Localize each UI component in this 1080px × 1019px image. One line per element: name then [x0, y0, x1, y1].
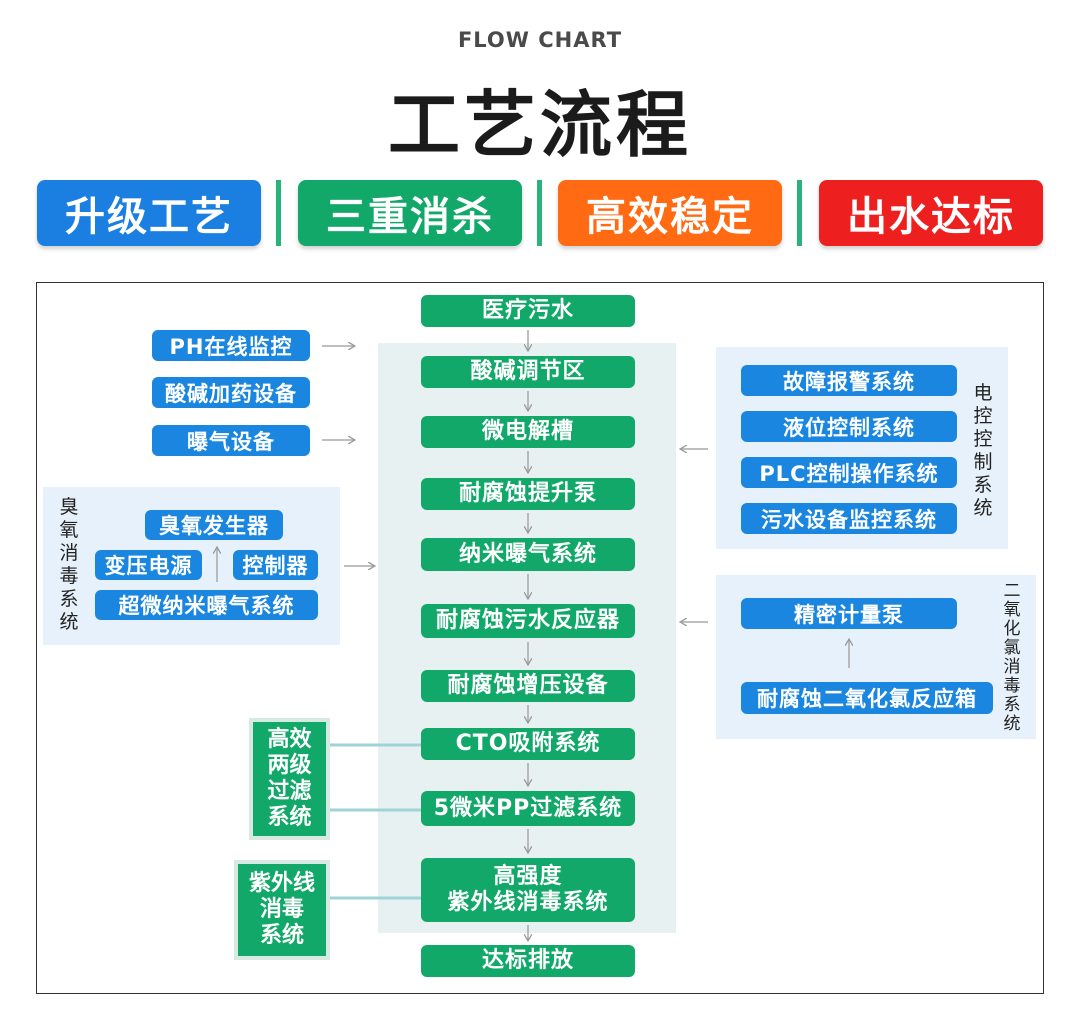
flow-chart-subtitle: FLOW CHART [457, 28, 623, 52]
flow-step-nano-aeration: 纳米曝气系统 [421, 538, 635, 571]
tag-divider [537, 180, 542, 246]
chlorine-system-label: 二氧化氯消毒系统 [1003, 581, 1021, 734]
equipment-monitor-box: 污水设备监控系统 [741, 503, 957, 534]
flow-step-lift-pump: 耐腐蚀提升泵 [421, 478, 635, 510]
flow-step-reactor: 耐腐蚀污水反应器 [421, 604, 635, 638]
flow-step-micro-electrolysis: 微电解槽 [421, 416, 635, 448]
micro-nano-aeration-box: 超微纳米曝气系统 [95, 590, 318, 620]
tag-triple-disinfection: 三重消杀 [298, 180, 522, 246]
ozone-generator-box: 臭氧发生器 [145, 510, 283, 540]
tag-water-compliant: 出水达标 [819, 180, 1043, 246]
level-control-box: 液位控制系统 [741, 411, 957, 442]
plc-control-box: PLC控制操作系统 [741, 457, 957, 488]
acid-base-dosing-box: 酸碱加药设备 [152, 377, 310, 408]
flow-step-ph-adjustment: 酸碱调节区 [421, 356, 635, 388]
uv-system-box: 紫外线 消毒 系统 [234, 860, 330, 960]
tag-upgrade-process: 升级工艺 [37, 180, 261, 246]
power-supply-box: 变压电源 [95, 550, 202, 580]
tag-efficient-stable: 高效稳定 [558, 180, 782, 246]
flow-step-discharge: 达标排放 [421, 945, 635, 977]
controller-box: 控制器 [233, 550, 318, 580]
electric-control-label: 电控控制系统 [973, 382, 993, 519]
dual-filter-system-box: 高效 两级 过滤 系统 [249, 718, 330, 840]
flow-step-medical-wastewater: 医疗污水 [421, 295, 635, 327]
flow-step-uv-disinfection: 高强度 紫外线消毒系统 [421, 858, 635, 922]
ph-monitor-box: PH在线监控 [152, 330, 310, 361]
tag-divider [797, 180, 802, 246]
fault-alarm-box: 故障报警系统 [741, 365, 957, 396]
aeration-device-box: 曝气设备 [152, 425, 310, 456]
flow-step-pp-filter: 5微米PP过滤系统 [421, 791, 635, 826]
tag-divider [276, 180, 281, 246]
ozone-system-label: 臭氧消毒系统 [59, 496, 79, 633]
flow-step-cto-adsorption: CTO吸附系统 [421, 728, 635, 760]
flow-step-booster: 耐腐蚀增压设备 [421, 670, 635, 702]
chlorine-reactor-box: 耐腐蚀二氧化氯反应箱 [741, 682, 993, 714]
page-title: 工艺流程 [387, 83, 692, 167]
metering-pump-box: 精密计量泵 [741, 598, 957, 629]
